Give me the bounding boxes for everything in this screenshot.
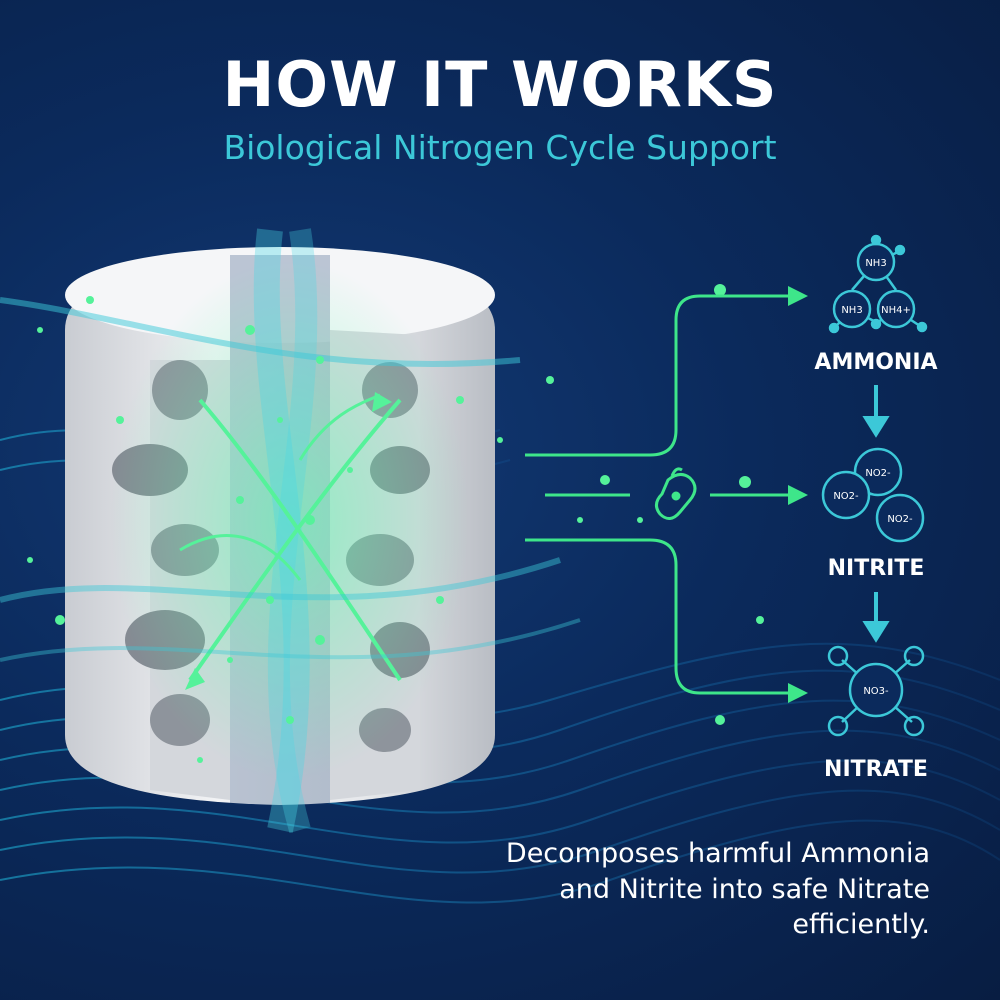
stage-label-nitrate: NITRATE	[824, 757, 928, 782]
description-line: Decomposes harmful Ammonia	[505, 838, 930, 869]
description-line: and Nitrite into safe Nitrate	[559, 873, 930, 905]
description-line: efficiently.	[792, 909, 930, 941]
molecule-label: NO2-	[887, 514, 913, 525]
molecule-label: NO2-	[865, 468, 891, 479]
nitrite-molecule-icon	[821, 447, 925, 543]
molecule-label: NO3-	[863, 686, 889, 697]
particles	[27, 284, 764, 763]
page-subtitle: Biological Nitrogen Cycle Support	[223, 128, 777, 167]
bacteria-icon	[655, 467, 697, 520]
stage-arrows	[862, 385, 890, 643]
stage-label-ammonia: AMMONIA	[814, 350, 938, 375]
flow-streams	[0, 228, 581, 834]
process-arrows	[525, 294, 790, 695]
page-title: HOW IT WORKS	[222, 48, 778, 121]
ammonia-molecule-icon	[828, 234, 928, 334]
nitrate-molecule-icon	[827, 645, 925, 737]
molecule-label: NH3	[841, 305, 862, 316]
molecule-label: NH3	[865, 258, 886, 269]
molecule-label: NH4+	[881, 305, 911, 316]
molecule-label: NO2-	[833, 491, 859, 502]
arrow-icon	[788, 286, 808, 703]
description-text: Decomposes harmful Ammonia and Nitrite i…	[450, 836, 930, 943]
stage-label-nitrite: NITRITE	[827, 556, 925, 581]
